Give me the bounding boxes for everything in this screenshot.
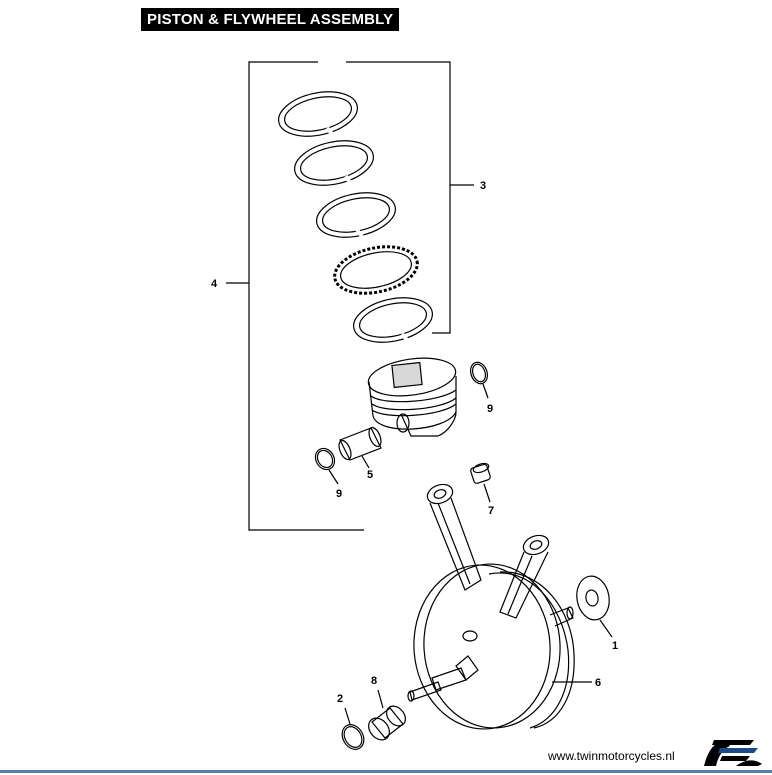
bracket-ring-set: [346, 61, 474, 334]
callout-7: 7: [488, 505, 494, 517]
piston-pin: [338, 426, 382, 461]
flywheel-assembly: [407, 563, 575, 730]
piston: [367, 357, 457, 437]
small-end-bushing: [470, 462, 491, 484]
piston-ring-expander: [333, 245, 419, 295]
twin-motorcycles-logo-icon: [704, 740, 762, 766]
callout-8: 8: [371, 675, 377, 687]
retaining-ring: [341, 724, 365, 750]
callout-9-right: 9: [487, 403, 493, 415]
piston-ring-oil-rail-lower: [353, 297, 433, 343]
connecting-rod-rear: [499, 534, 550, 619]
piston-ring-top: [278, 91, 358, 137]
callout-2: 2: [337, 693, 343, 705]
callout-1: 1: [612, 640, 618, 652]
footer-divider: [0, 770, 772, 773]
callout-4: 4: [211, 278, 218, 290]
callout-5: 5: [367, 469, 373, 481]
callout-9-left: 9: [336, 488, 342, 500]
connecting-rod-front: [426, 483, 482, 591]
main-bearing: [368, 705, 406, 741]
circlip-right: [469, 361, 489, 385]
callout-6: 6: [595, 677, 601, 689]
callout-3: 3: [480, 180, 486, 192]
circlip-left: [314, 447, 336, 471]
thrust-washer: [576, 575, 610, 621]
page-title: PISTON & FLYWHEEL ASSEMBLY: [141, 8, 400, 31]
bracket-piston-assembly: [226, 61, 364, 531]
piston-ring-oil-rail-upper: [316, 192, 396, 238]
piston-ring-second: [294, 140, 374, 186]
website-link[interactable]: www.twinmotorcycles.nl: [548, 749, 675, 763]
